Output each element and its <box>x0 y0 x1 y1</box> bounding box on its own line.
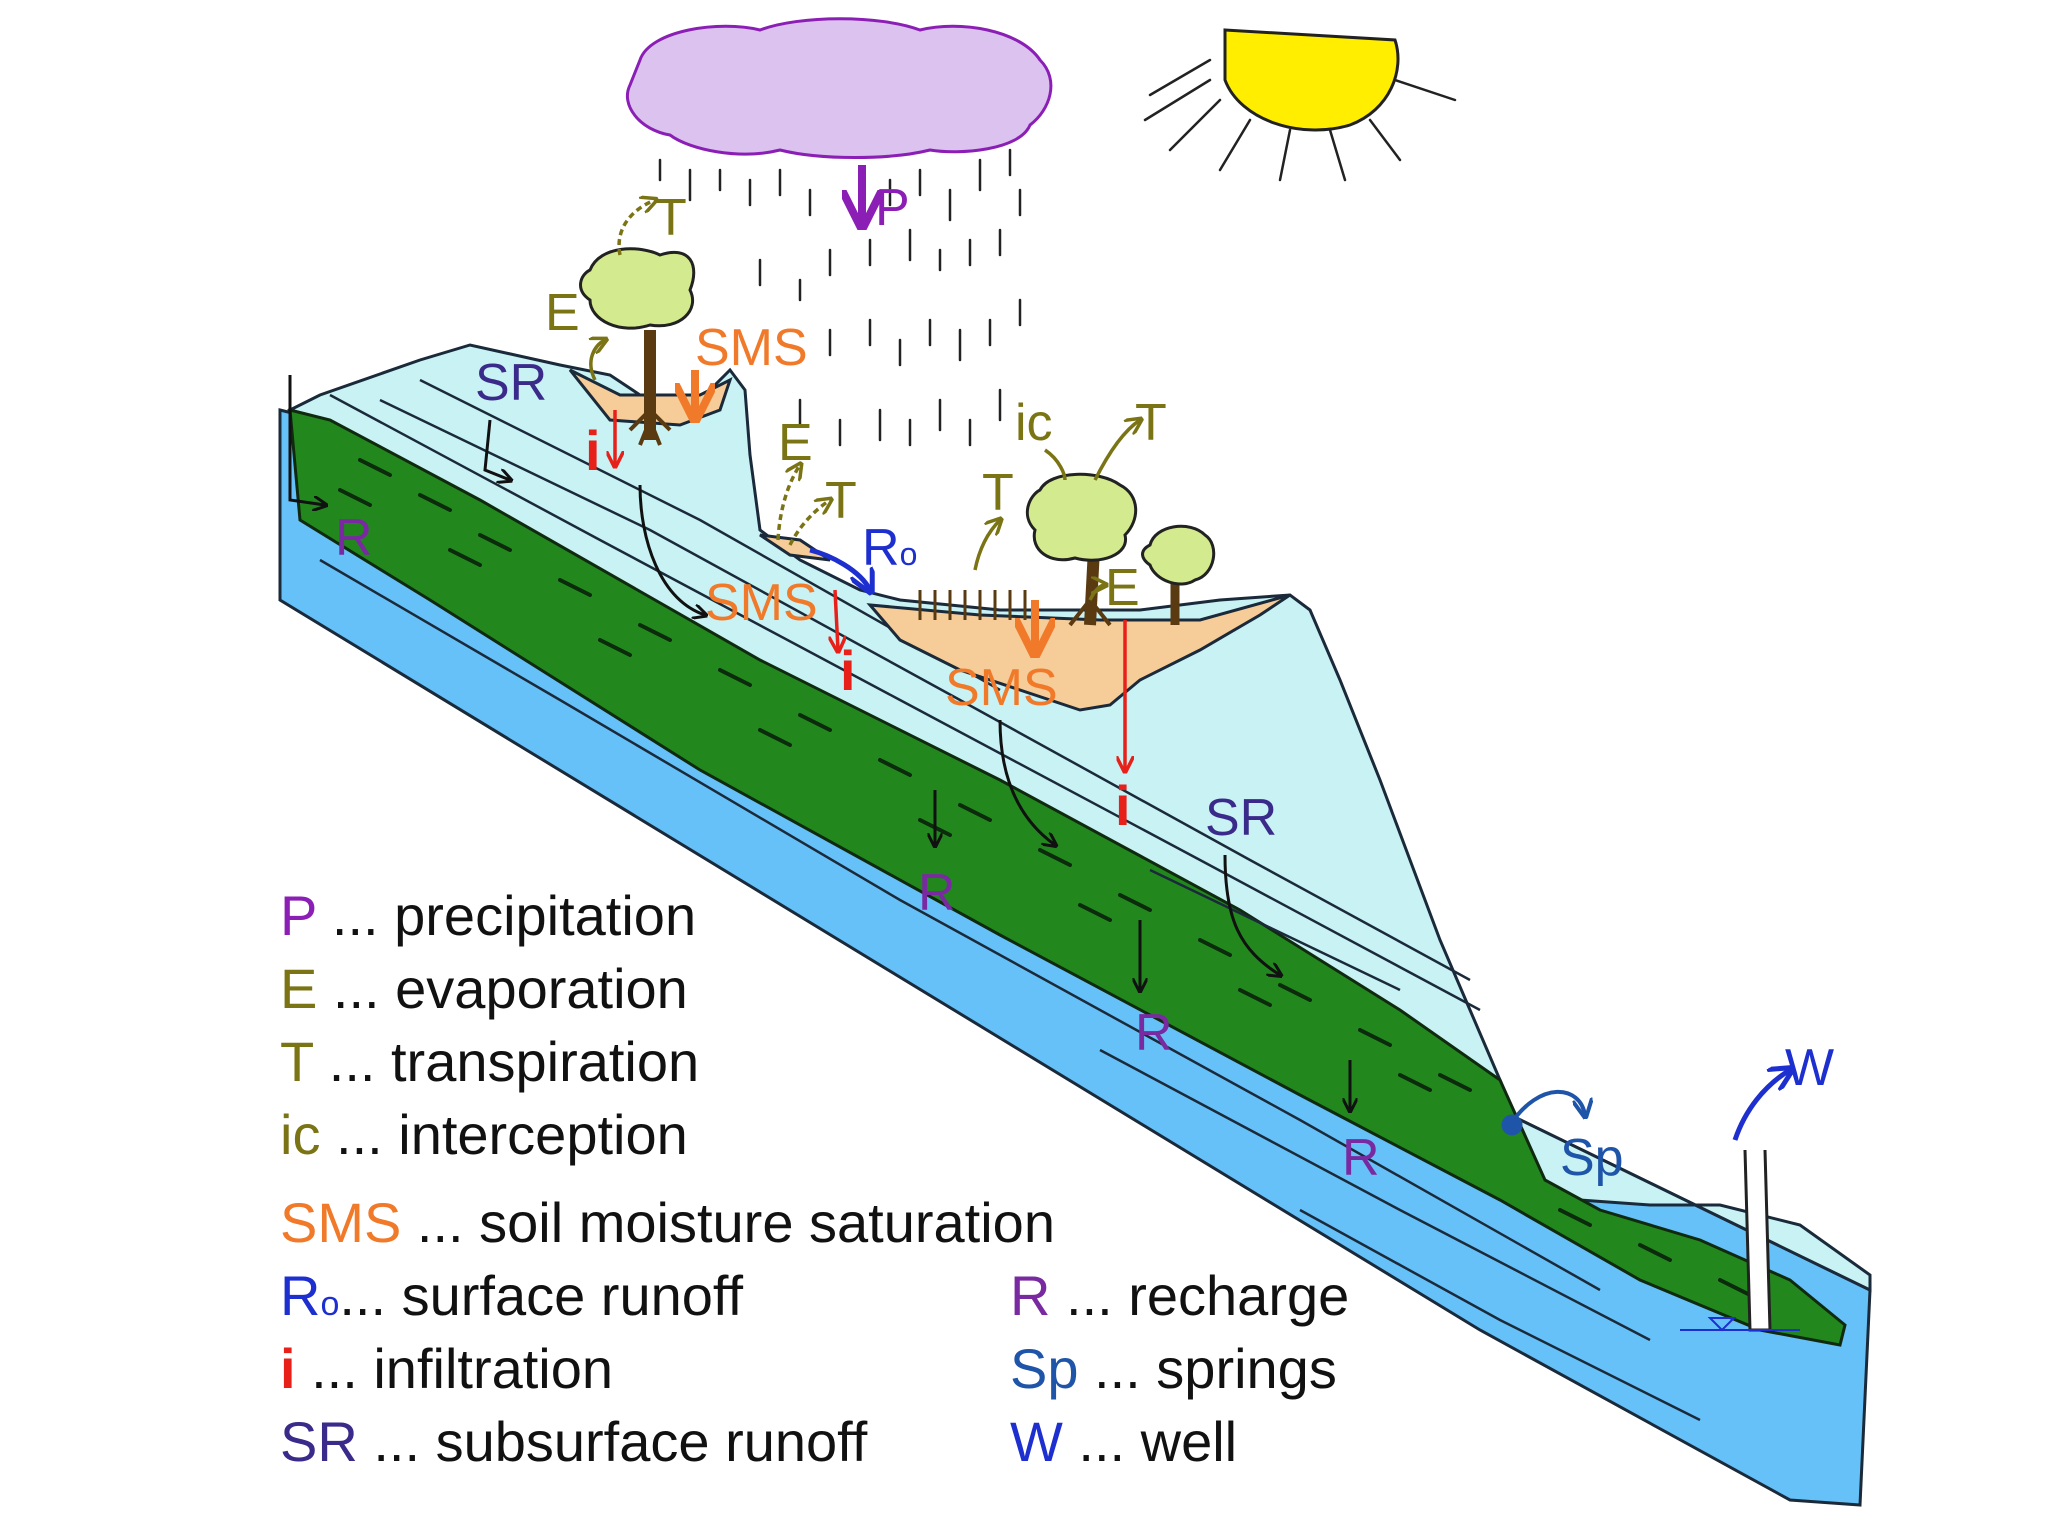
legend-sym-t: T <box>280 1030 313 1093</box>
rain <box>658 148 1022 447</box>
strata-lines <box>319 378 1701 1422</box>
legend-text-ro: ... surface runoff <box>339 1264 743 1327</box>
label-p: P <box>875 179 910 237</box>
legend-right: R ... recharge Sp ... springs W ... well <box>1010 1264 1349 1473</box>
legend-item-ro: Ro... surface runoff <box>280 1264 743 1327</box>
label-i-left: i <box>585 419 601 482</box>
label-t-mid: T <box>825 472 857 530</box>
legend-text-ic: ... interception <box>320 1103 687 1166</box>
label-sms-mid: SMS <box>705 574 818 632</box>
legend-left: P ... precipitation E ... evaporation T … <box>280 884 1055 1473</box>
legend-sym-ic: ic <box>280 1103 320 1166</box>
legend-sym-sr: SR <box>280 1410 358 1473</box>
tree-left <box>579 247 696 446</box>
runoff-arrow <box>809 547 870 590</box>
legend-item-i: i ... infiltration <box>280 1337 613 1400</box>
legend-sym-p: P <box>280 884 316 947</box>
spring-arrow <box>1508 1089 1585 1127</box>
legend-sym-w: W <box>1010 1410 1063 1473</box>
label-e-mid: E <box>778 414 813 472</box>
evaporation-arrow-mid <box>776 465 800 541</box>
legend-text-w: ... well <box>1063 1410 1237 1473</box>
legend-item-sp: Sp ... springs <box>1010 1337 1337 1400</box>
transpiration-arrow-mid <box>788 500 830 546</box>
label-t-top: T <box>655 189 687 247</box>
terrain <box>278 343 1872 1507</box>
cloud <box>625 17 1053 159</box>
well-arrow <box>1732 1070 1790 1141</box>
legend-item-p: P ... precipitation <box>280 884 696 947</box>
scene-labels: P T E SMS SR i R E T Ro SMS i ic T T E S… <box>335 179 1834 1187</box>
label-r-left: R <box>335 509 373 567</box>
label-r-lower2: R <box>1342 1129 1380 1187</box>
legend-item-sr: SR ... subsurface runoff <box>280 1410 868 1473</box>
label-w: W <box>1785 1039 1834 1097</box>
label-ic: ic <box>1015 394 1053 452</box>
tree-right-small <box>1141 524 1216 625</box>
legend-text-p: ... precipitation <box>316 884 696 947</box>
label-t-right2: T <box>982 464 1014 522</box>
legend-text-i: ... infiltration <box>296 1337 613 1400</box>
legend-item-sms: SMS ... soil moisture saturation <box>280 1191 1055 1254</box>
legend-text-sms: ... soil moisture saturation <box>401 1191 1055 1254</box>
aquitard-dashes <box>338 458 1752 1297</box>
label-ro-sub: o <box>900 536 918 572</box>
label-sr-left: SR <box>475 354 547 412</box>
legend-sym-ro: R <box>280 1264 320 1327</box>
soil-pocket-mid <box>759 533 831 562</box>
infiltration-arrow-mid <box>835 589 838 650</box>
soil-pocket-right <box>866 593 1291 712</box>
label-sms-top: SMS <box>695 319 808 377</box>
legend-item-t: T ... transpiration <box>280 1030 699 1093</box>
upper-layer <box>286 343 1872 1293</box>
legend: P ... precipitation E ... evaporation T … <box>280 884 1349 1473</box>
legend-text-sp: ... springs <box>1079 1337 1337 1400</box>
interception-arrow <box>1043 448 1067 481</box>
label-e-right: E <box>1105 559 1140 617</box>
sun <box>1143 28 1457 182</box>
legend-item-e: E ... evaporation <box>280 957 688 1020</box>
aquitard-layer <box>288 408 1847 1347</box>
transpiration-arrow-right2 <box>973 520 1000 571</box>
label-sp: Sp <box>1560 1129 1624 1187</box>
label-sr-right: SR <box>1205 789 1277 847</box>
label-r-mid: R <box>918 864 956 922</box>
legend-text-e: ... evaporation <box>317 957 687 1020</box>
legend-text-sr: ... subsurface runoff <box>358 1410 868 1473</box>
label-i-mid: i <box>840 639 856 702</box>
legend-sym-sp: Sp <box>1010 1337 1079 1400</box>
legend-text-r: ... recharge <box>1050 1264 1349 1327</box>
legend-item-r: R ... recharge <box>1010 1264 1349 1327</box>
legend-sym-i: i <box>280 1337 296 1400</box>
label-ro-main: R <box>862 519 900 577</box>
label-ro: Ro <box>862 519 917 577</box>
label-t-right1: T <box>1135 394 1167 452</box>
legend-text-t: ... transpiration <box>313 1030 699 1093</box>
label-sms-right: SMS <box>945 659 1058 717</box>
legend-item-ic: ic ... interception <box>280 1103 688 1166</box>
well <box>1680 1149 1800 1332</box>
label-e-left: E <box>545 284 580 342</box>
transpiration-arrow-right1 <box>1093 420 1140 481</box>
transpiration-arrow-top <box>617 200 655 256</box>
grass <box>918 590 1027 620</box>
label-r-lower1: R <box>1135 1004 1173 1062</box>
legend-item-w: W ... well <box>1010 1410 1237 1473</box>
flow-arrows <box>288 165 1790 1141</box>
evaporation-arrow-left <box>591 340 605 381</box>
legend-sym-sms: SMS <box>280 1191 401 1254</box>
legend-sub-ro: o <box>320 1285 339 1323</box>
legend-sym-r: R <box>1010 1264 1050 1327</box>
evaporation-arrow-right <box>1088 585 1105 601</box>
label-i-right: i <box>1115 774 1131 837</box>
legend-sym-e: E <box>280 957 317 1020</box>
